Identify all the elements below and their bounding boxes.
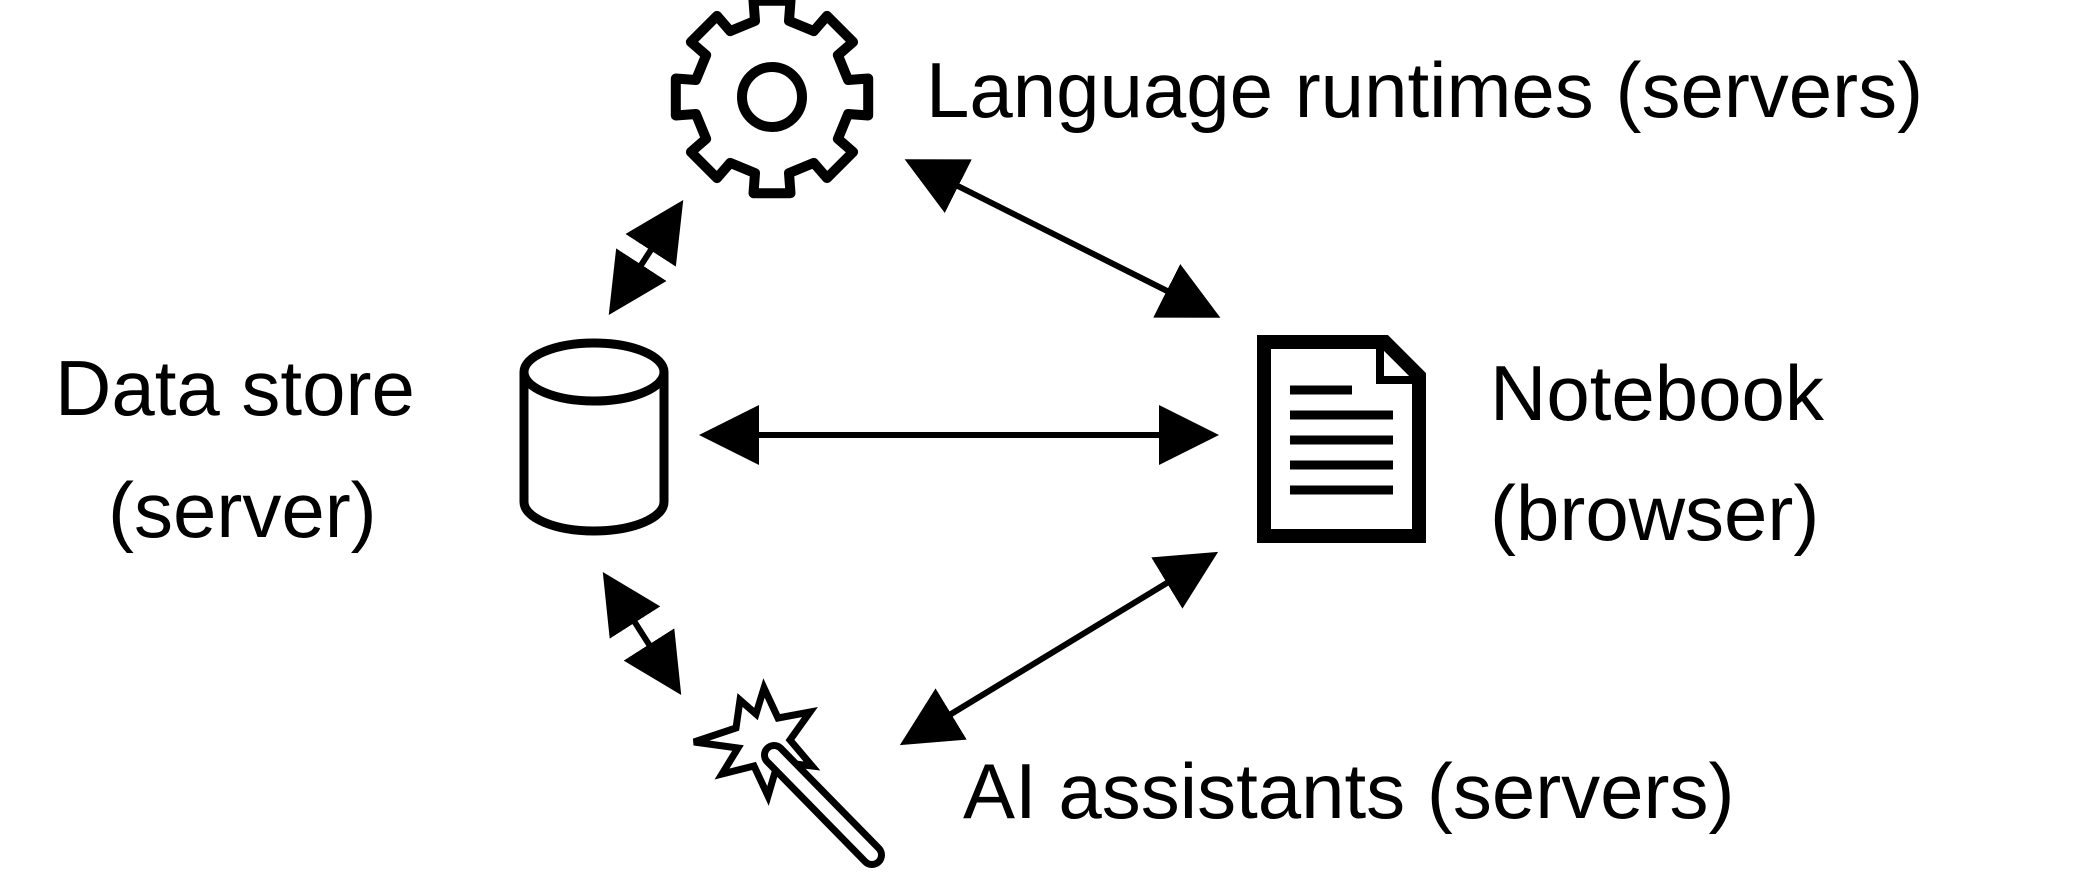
gear-icon bbox=[670, 0, 874, 199]
edge-datastore-runtimes bbox=[608, 199, 684, 316]
database-icon bbox=[519, 338, 669, 536]
magic-wand-icon bbox=[692, 678, 885, 868]
notebook-label-line1: Notebook bbox=[1490, 349, 1825, 437]
ai-assistants-label: AI assistants (servers) bbox=[963, 747, 1735, 835]
document-icon bbox=[1257, 335, 1426, 543]
data-store-label-line2: (server) bbox=[108, 466, 377, 554]
edge-datastore-assistants bbox=[602, 571, 682, 696]
language-runtimes-label: Language runtimes (servers) bbox=[926, 46, 1923, 134]
data-store-label-line1: Data store bbox=[55, 344, 415, 432]
edge-runtimes-notebook bbox=[904, 159, 1221, 318]
notebook-label-line2: (browser) bbox=[1490, 469, 1819, 557]
edge-assistants-notebook bbox=[899, 551, 1219, 746]
